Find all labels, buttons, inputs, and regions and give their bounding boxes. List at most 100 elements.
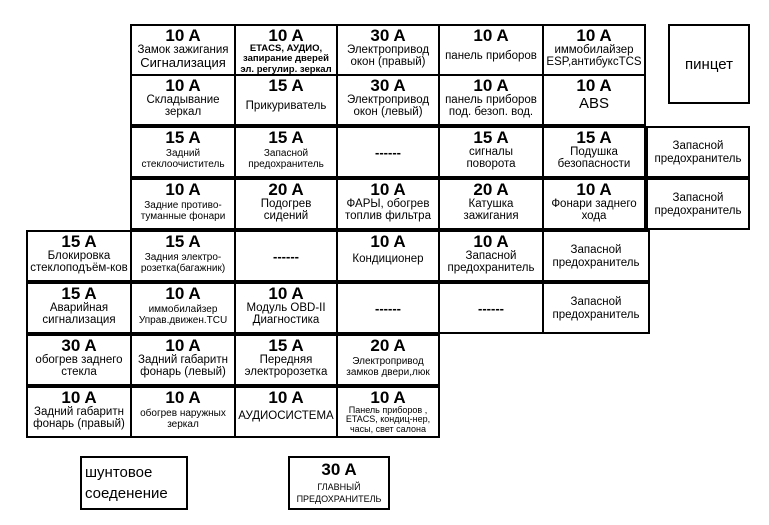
fuse-air-conditioner: 10 A Кондиционер <box>336 230 440 282</box>
fuse-immobilizer-esp: 10 A иммобилайзер ESP,антибуксTCS <box>542 24 646 76</box>
fuse-rear-fog-lights: 10 A Задние противо- туманные фонари <box>130 178 236 230</box>
fuse-amperage: 10 A <box>268 388 304 407</box>
fuse-label: обогрев наружных зеркал <box>140 408 226 430</box>
fuse-amperage: 10 A <box>473 76 509 95</box>
fuse-instrument-etacs-ac: 10 A Панель приборов , ETACS, кондиц-нер… <box>336 386 440 438</box>
fuse-empty-r2: ------ <box>336 126 440 178</box>
fuse-label: ------ <box>375 300 401 316</box>
fuse-amperage: 10 A <box>268 284 304 303</box>
fuse-rear-position-light-right: 10 A Задний габаритн фонарь (правый) <box>26 386 132 438</box>
fuse-spare-side-r5: Запасной предохранитель <box>542 282 650 334</box>
fuse-audio-system: 10 A АУДИОСИСТЕМА <box>234 386 338 438</box>
fuse-amperage: 15 A <box>473 128 509 147</box>
fuse-label: Модуль OBD-II Диагностика <box>246 302 326 327</box>
fuse-amperage: 20 A <box>473 180 509 199</box>
fuse-label: Запасной предохранитель <box>552 296 640 321</box>
fuse-turn-signals: 15 A сигналы поворота <box>438 126 544 178</box>
fuse-amperage: 20 A <box>370 336 406 355</box>
fuse-label: иммобилайзер ESP,антибуксTCS <box>546 44 642 69</box>
fuse-label: Подушка безопасности <box>557 146 631 171</box>
fuse-amperage: 10 A <box>370 232 406 251</box>
fuse-door-locks-sunroof: 20 A Электропривод замков двери,люк <box>336 334 440 386</box>
fuse-label: ETACS, АУДИО, запирание дверей эл. регул… <box>240 43 332 75</box>
fuse-reverse-lights: 10 A Фонари заднего хода <box>542 178 646 230</box>
fuse-amperage: 15 A <box>268 128 304 147</box>
fuse-amperage: 10 A <box>61 388 97 407</box>
fuse-amperage: 30 A <box>370 76 406 95</box>
fuse-amperage: 10 A <box>576 180 612 199</box>
fuse-label: панель приборов под. безоп. вод. <box>445 94 537 119</box>
fuse-outside-mirror-heating: 10 A обогрев наружных зеркал <box>130 386 236 438</box>
fuse-amperage: 30 A <box>61 336 97 355</box>
fuse-amperage: 10 A <box>576 76 612 95</box>
fuse-hazard-lights: 15 A Аварийная сигнализация <box>26 282 132 334</box>
fuse-empty-r5b: ------ <box>438 282 544 334</box>
fuse-label: Аварийная сигнализация <box>42 302 116 327</box>
fuse-label: ABS <box>578 95 609 112</box>
fuse-ignition-lock: 10 A Замок зажигания Сигнализация <box>130 24 236 76</box>
fuse-spare-side-r4: Запасной предохранитель <box>542 230 650 282</box>
fuse-label: Панель приборов , ETACS, кондиц-нер, час… <box>345 405 431 434</box>
fuse-amperage: 15 A <box>165 232 201 251</box>
tweezers-label: пинцет <box>685 55 733 73</box>
fuse-amperage: 10 A <box>268 26 304 45</box>
fuse-ignition-coil: 20 A Катушка зажигания <box>438 178 544 230</box>
tweezers-slot: пинцет <box>668 24 750 104</box>
fuse-label: сигналы поворота <box>466 146 516 171</box>
fuse-label: Катушка зажигания <box>463 198 519 223</box>
fuse-label: Задние противо- туманные фонари <box>140 200 226 222</box>
fuse-spare-r4: 10 A Запасной предохранитель <box>438 230 544 282</box>
fuse-label-secondary: Сигнализация <box>140 55 226 71</box>
fuse-amperage: 30 A <box>370 26 406 45</box>
fuse-cigarette-lighter: 15 A Прикуриватель <box>234 74 338 126</box>
fuse-label: Задний стеклоочиститель <box>141 148 225 170</box>
fuse-label: АУДИОСИСТЕМА <box>238 410 334 422</box>
fuse-spare-side-r2: Запасной предохранитель <box>646 126 750 178</box>
fuse-amperage: 10 A <box>473 232 509 251</box>
fuse-label: Фонари заднего хода <box>551 198 637 223</box>
fuse-obd-diagnostics: 10 A Модуль OBD-II Диагностика <box>234 282 338 334</box>
fuse-headlights-fuel-filter: 10 A ФАРЫ, обогрев топлив фильтра <box>336 178 440 230</box>
fuse-amperage: 15 A <box>268 76 304 95</box>
fuse-label: Запасной предохранитель <box>654 140 742 165</box>
fuse-label: Задния электро- розетка(багажник) <box>140 252 226 274</box>
fuse-power-window-left: 30 A Электропривод окон (левый) <box>336 74 440 126</box>
fuse-label: Прикуриватель <box>245 100 327 112</box>
fuse-label: Запасной предохранитель <box>248 148 324 170</box>
fuse-empty-r5a: ------ <box>336 282 440 334</box>
fuse-label: Передняя электророзетка <box>244 354 328 379</box>
fuse-amperage: 15 A <box>61 232 97 251</box>
fuse-immobilizer-tcu: 10 A иммобилайзер Управ.движен.TCU <box>130 282 236 334</box>
fuse-label: ГЛАВНЫЙ ПРЕДОХРАНИТЕЛЬ <box>296 482 382 504</box>
shunt-label: шунтовое соеденение <box>85 464 168 502</box>
fuse-label: панель приборов <box>445 50 537 62</box>
fuse-airbag: 15 A Подушка безопасности <box>542 126 646 178</box>
fuse-label: Запасной предохранитель <box>654 192 742 217</box>
fuse-amperage: 20 A <box>268 180 304 199</box>
fuse-label: ФАРЫ, обогрев топлив фильтра <box>345 198 431 223</box>
shunt-connection: шунтовое соеденение <box>80 456 188 510</box>
fuse-amperage: 10 A <box>165 26 201 45</box>
fuse-rear-position-light-left: 10 A Задний габаритн фонарь (левый) <box>130 334 236 386</box>
fuse-amperage: 15 A <box>61 284 97 303</box>
fuse-amperage: 10 A <box>576 26 612 45</box>
fuse-label: Кондиционер <box>352 253 424 265</box>
fuse-front-socket: 15 A Передняя электророзетка <box>234 334 338 386</box>
fuse-rear-wiper: 15 A Задний стеклоочиститель <box>130 126 236 178</box>
fuse-amperage: 15 A <box>165 128 201 147</box>
fuse-label: иммобилайзер Управ.движен.TCU <box>138 304 228 326</box>
fuse-rear-socket-trunk: 15 A Задния электро- розетка(багажник) <box>130 230 236 282</box>
fuse-etacs-audio: 10 A ETACS, АУДИО, запирание дверей эл. … <box>234 24 338 76</box>
fuse-spare-r2: 15 A Запасной предохранитель <box>234 126 338 178</box>
fuse-label: Подогрев сидений <box>260 198 312 223</box>
fuse-label: Электропривод замков двери,люк <box>346 356 430 378</box>
fuse-label: Электропривод окон (левый) <box>346 94 430 119</box>
fuse-amperage: 10 A <box>165 388 201 407</box>
fuse-amperage: 10 A <box>370 180 406 199</box>
fuse-label: ------ <box>478 300 504 316</box>
fuse-window-lock: 15 A Блокировка стеклоподъём-ков <box>26 230 132 282</box>
fuse-label: Запасной предохранитель <box>447 250 535 275</box>
fuse-label: Задний габаритн фонарь (левый) <box>138 354 228 379</box>
fuse-label: ------ <box>273 248 299 264</box>
fuse-amperage: 10 A <box>165 336 201 355</box>
